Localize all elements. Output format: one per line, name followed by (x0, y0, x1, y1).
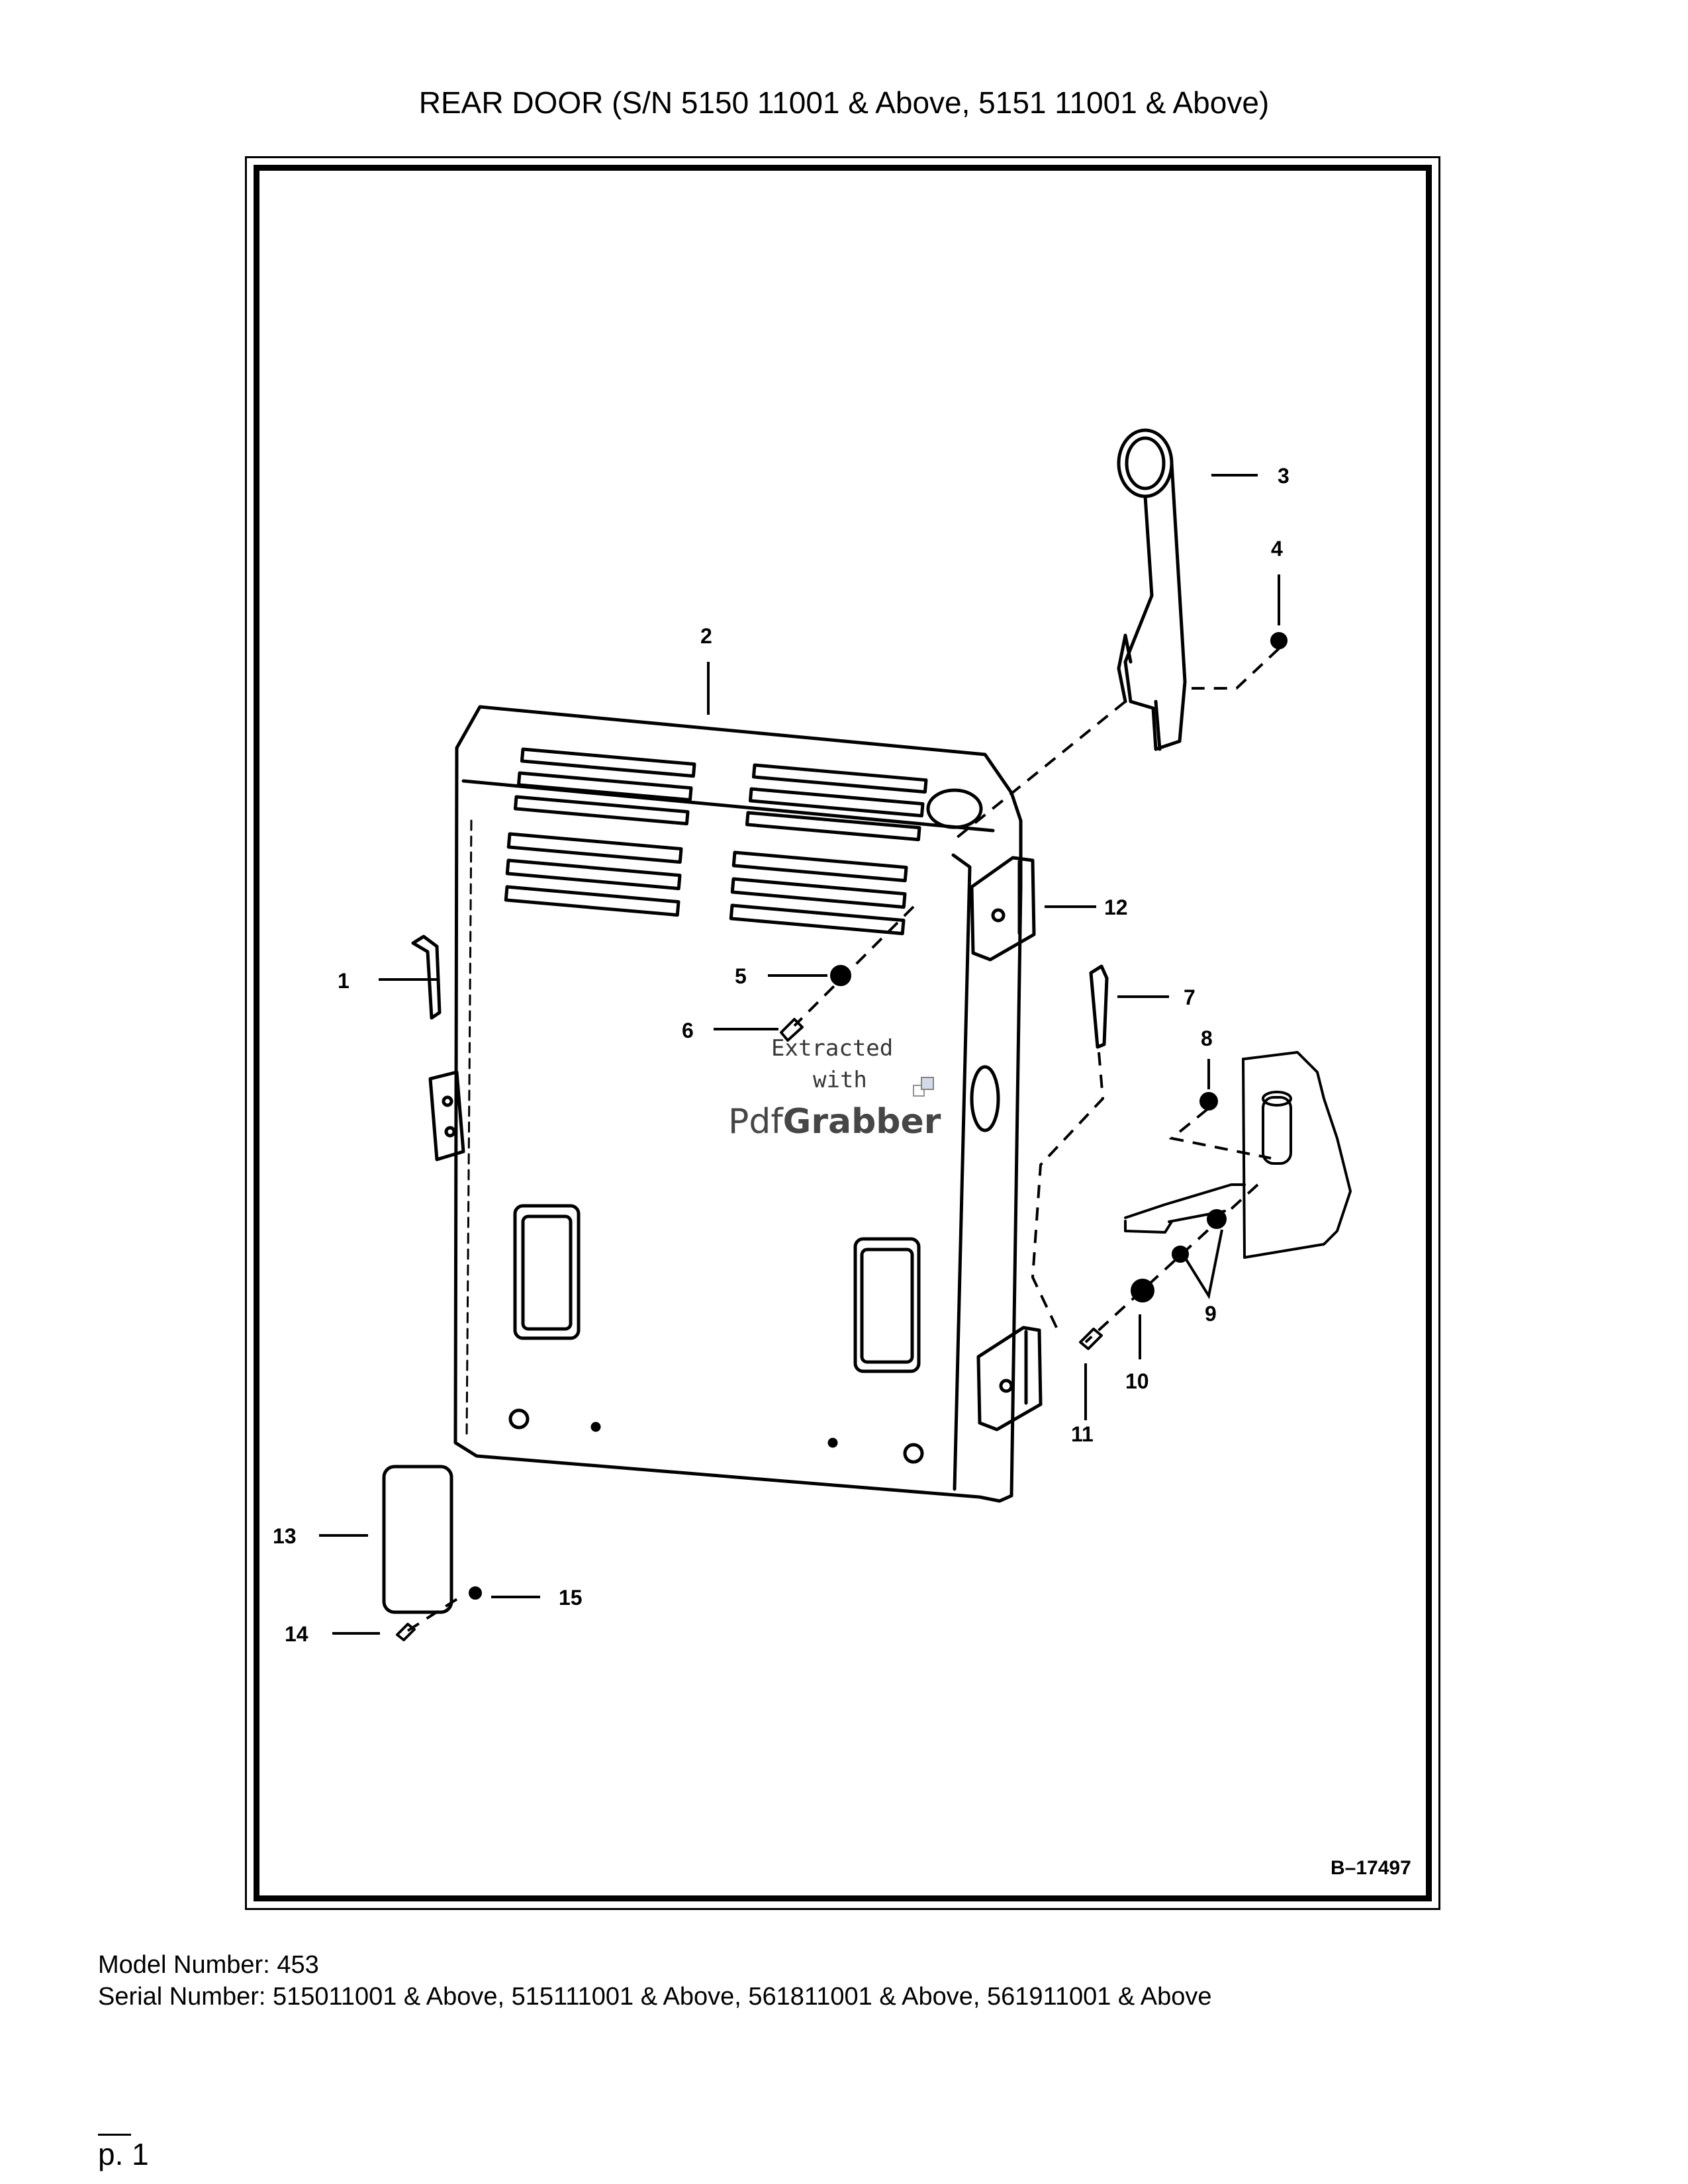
callout-14: 14 (285, 1622, 308, 1646)
serial-number-line: Serial Number: 515011001 & Above, 515111… (98, 1983, 1212, 2011)
hardware-parts (396, 632, 1288, 1641)
callout-2: 2 (700, 624, 712, 648)
pdfgrabber-watermark: Extracted with PdfGrabber (728, 1035, 941, 1142)
rear-door-panel (453, 705, 1023, 1503)
callout-3: 3 (1278, 464, 1289, 488)
window-panel-part (382, 1465, 453, 1614)
callout-5: 5 (735, 964, 747, 988)
watermark-logo-icon (913, 1077, 934, 1097)
callout-15: 15 (559, 1586, 583, 1610)
page-title: REAR DOOR (S/N 5150 11001 & Above, 5151 … (418, 85, 1270, 120)
callout-11: 11 (1071, 1422, 1094, 1446)
callout-13: 13 (273, 1524, 297, 1548)
serial-number-label: Serial Number: (98, 1983, 266, 2011)
model-number-line: Model Number: 453 (98, 1951, 319, 1979)
bolt-part (1089, 964, 1109, 1049)
page-number-rule (98, 2134, 131, 2136)
left-hinge-bracket (428, 1070, 465, 1161)
watermark-line1: Extracted (771, 1035, 893, 1062)
model-number-label: Model Number: (98, 1951, 270, 1979)
callout-8: 8 (1201, 1026, 1213, 1050)
upper-hinge-part (970, 856, 1036, 962)
callout-9: 9 (1205, 1302, 1217, 1326)
callout-4: 4 (1271, 537, 1283, 561)
lower-hinge-part (976, 1326, 1043, 1432)
model-number-value: 453 (277, 1951, 319, 1979)
machine-frame-detail (1124, 1051, 1352, 1259)
handle-part (411, 934, 442, 1020)
watermark-brand: PdfGrabber (728, 1102, 941, 1142)
callout-7: 7 (1184, 985, 1196, 1009)
callout-10: 10 (1125, 1369, 1149, 1393)
watermark-line2: with (813, 1067, 867, 1093)
callout-1: 1 (338, 969, 350, 993)
callout-12: 12 (1104, 895, 1128, 919)
callout-6: 6 (682, 1019, 694, 1042)
diagram-frame (245, 156, 1440, 1910)
diagram-frame-inner (254, 165, 1432, 1901)
page-number: p. 1 (98, 2137, 149, 2171)
latch-post-part (1117, 428, 1187, 751)
figure-code: B–17497 (1331, 1857, 1411, 1879)
serial-number-value: 515011001 & Above, 515111001 & Above, 56… (272, 1983, 1212, 2011)
leader-9 (1184, 1229, 1223, 1300)
